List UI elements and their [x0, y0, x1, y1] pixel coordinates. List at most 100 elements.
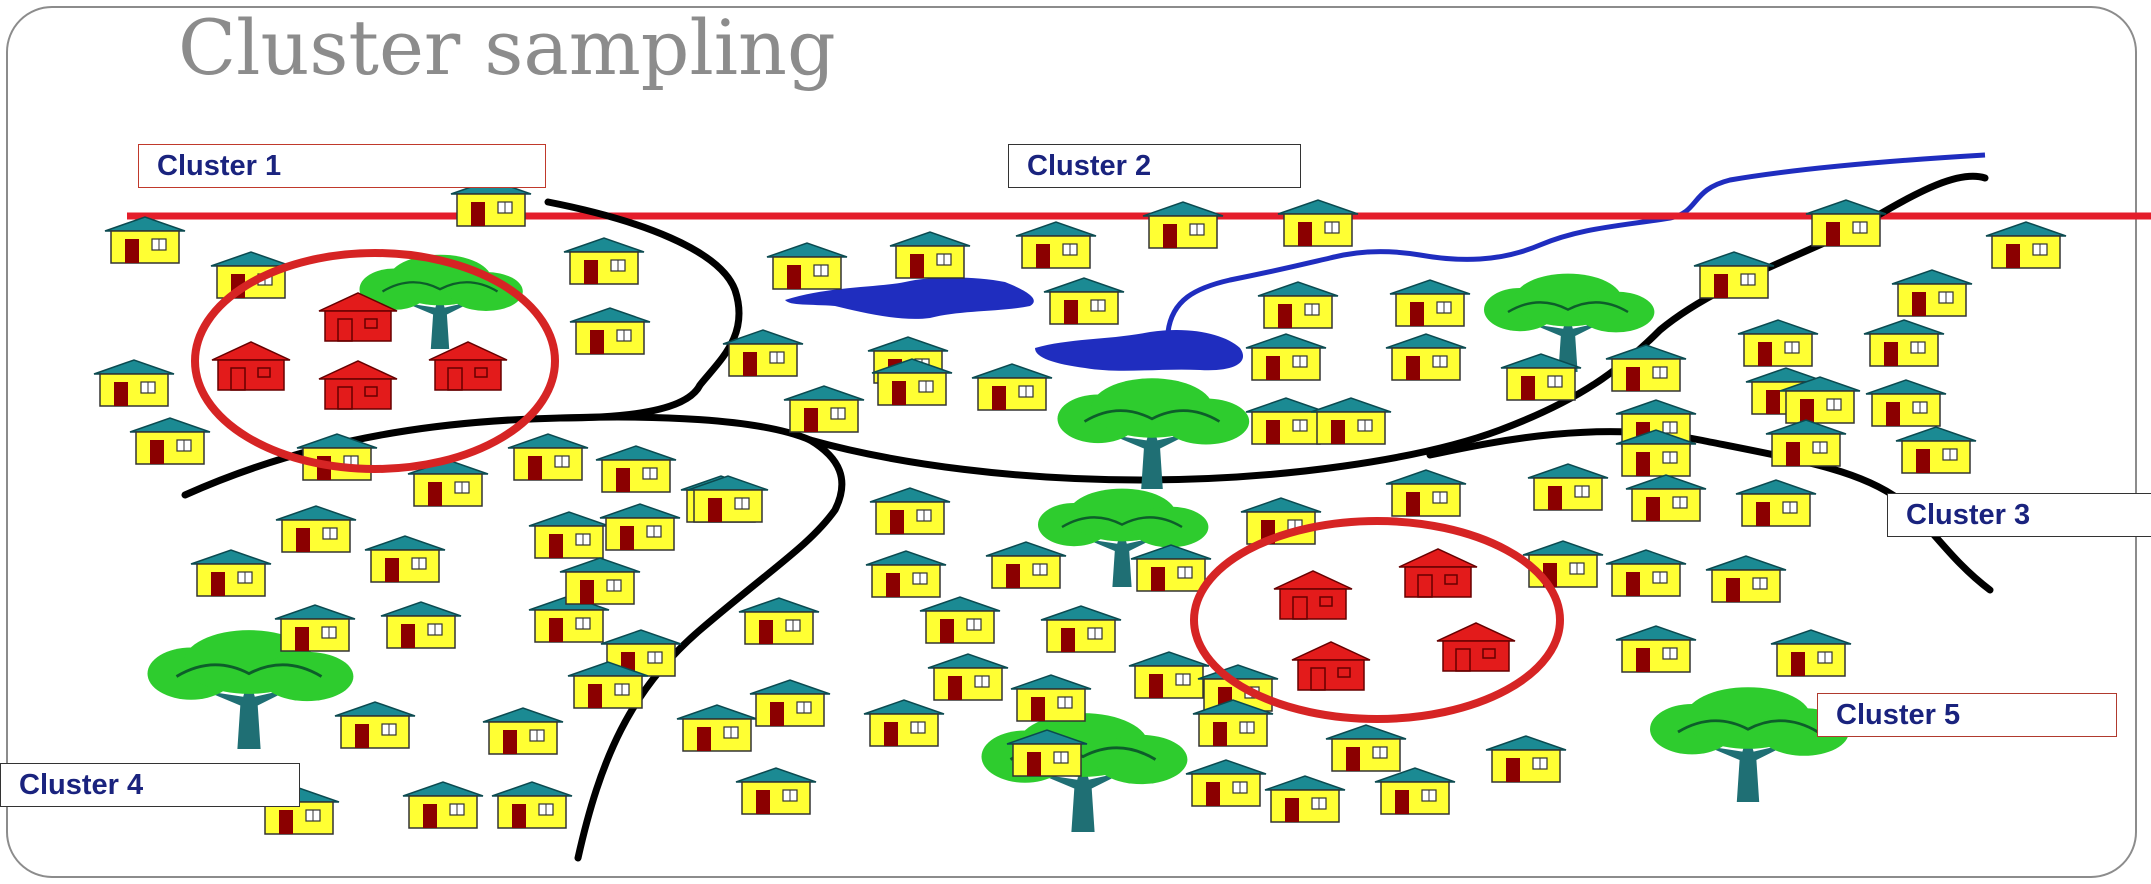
house-icon	[738, 597, 820, 645]
lake-icon	[1035, 329, 1244, 371]
house-icon	[210, 251, 292, 299]
house-icon	[1705, 555, 1787, 603]
house-icon	[274, 604, 356, 652]
river-icon	[1165, 152, 1986, 333]
sampled-house-icon	[1436, 622, 1516, 672]
house-icon	[1385, 333, 1467, 381]
house-icon	[889, 231, 971, 279]
house-icon	[985, 541, 1067, 589]
lake-icon	[785, 277, 1034, 319]
house-icon	[190, 549, 272, 597]
house-icon	[1245, 333, 1327, 381]
cluster-4-label: Cluster 4	[0, 763, 300, 807]
house-icon	[1693, 251, 1775, 299]
cluster-1-label: Cluster 1	[138, 144, 546, 188]
house-icon	[735, 767, 817, 815]
house-icon	[1389, 279, 1471, 327]
house-icon	[334, 701, 416, 749]
house-icon	[402, 781, 484, 829]
tree-icon	[1057, 378, 1250, 489]
house-icon	[1985, 221, 2067, 269]
house-icon	[407, 459, 489, 507]
house-icon	[1735, 479, 1817, 527]
house-icon	[871, 358, 953, 406]
house-icon	[569, 307, 651, 355]
house-icon	[1865, 379, 1947, 427]
house-icon	[1374, 767, 1456, 815]
tree-icon	[359, 254, 523, 349]
house-icon	[1264, 775, 1346, 823]
sampled-house-icon	[1291, 641, 1371, 691]
tree-icon	[1484, 273, 1655, 372]
house-icon	[1737, 319, 1819, 367]
house-icon	[1130, 544, 1212, 592]
house-icon	[863, 699, 945, 747]
sampled-house-icon	[428, 341, 508, 391]
cluster-5-label: Cluster 5	[1817, 693, 2117, 737]
house-icon	[687, 475, 769, 523]
house-icon	[1765, 419, 1847, 467]
tree-icon	[1038, 488, 1209, 587]
house-icon	[1006, 729, 1088, 777]
house-icon	[919, 596, 1001, 644]
house-icon	[563, 237, 645, 285]
sampled-house-icon	[318, 292, 398, 342]
house-icon	[1770, 629, 1852, 677]
house-icon	[1142, 201, 1224, 249]
sampled-house-icon	[318, 360, 398, 410]
sampled-house-icon	[1398, 548, 1478, 598]
house-icon	[1863, 319, 1945, 367]
house-icon	[783, 385, 865, 433]
house-icon	[1015, 221, 1097, 269]
house-icon	[1500, 353, 1582, 401]
house-icon	[1010, 674, 1092, 722]
house-icon	[567, 661, 649, 709]
house-icon	[491, 781, 573, 829]
house-icon	[482, 707, 564, 755]
house-icon	[1192, 699, 1274, 747]
house-icon	[528, 595, 610, 643]
house-icon	[595, 445, 677, 493]
house-icon	[599, 503, 681, 551]
house-icon	[676, 704, 758, 752]
house-icon	[1185, 759, 1267, 807]
boundary-line	[181, 198, 743, 499]
house-icon	[1895, 426, 1977, 474]
house-icon	[1605, 549, 1687, 597]
house-icon	[927, 653, 1009, 701]
house-icon	[559, 557, 641, 605]
cluster-2-label: Cluster 2	[1008, 144, 1301, 188]
house-icon	[1310, 397, 1392, 445]
house-icon	[1245, 397, 1327, 445]
house-icon	[1615, 429, 1697, 477]
house-icon	[1043, 277, 1125, 325]
house-icon	[1128, 651, 1210, 699]
house-icon	[1277, 199, 1359, 247]
house-icon	[971, 363, 1053, 411]
sample-circle	[1190, 517, 1564, 723]
house-icon	[1485, 735, 1567, 783]
house-icon	[1527, 463, 1609, 511]
house-icon	[749, 679, 831, 727]
house-icon	[600, 629, 682, 677]
house-icon	[104, 216, 186, 264]
house-icon	[1605, 344, 1687, 392]
page-title: Cluster sampling	[178, 3, 836, 92]
tree-icon	[1650, 687, 1849, 802]
house-icon	[507, 433, 589, 481]
house-icon	[364, 535, 446, 583]
house-icon	[1779, 376, 1861, 424]
house-icon	[93, 359, 175, 407]
house-icon	[528, 511, 610, 559]
house-icon	[380, 601, 462, 649]
house-icon	[766, 242, 848, 290]
house-icon	[1040, 605, 1122, 653]
sampled-house-icon	[1273, 570, 1353, 620]
house-icon	[1522, 540, 1604, 588]
house-icon	[275, 505, 357, 553]
house-icon	[1625, 474, 1707, 522]
house-icon	[869, 487, 951, 535]
boundary-line	[556, 413, 846, 862]
